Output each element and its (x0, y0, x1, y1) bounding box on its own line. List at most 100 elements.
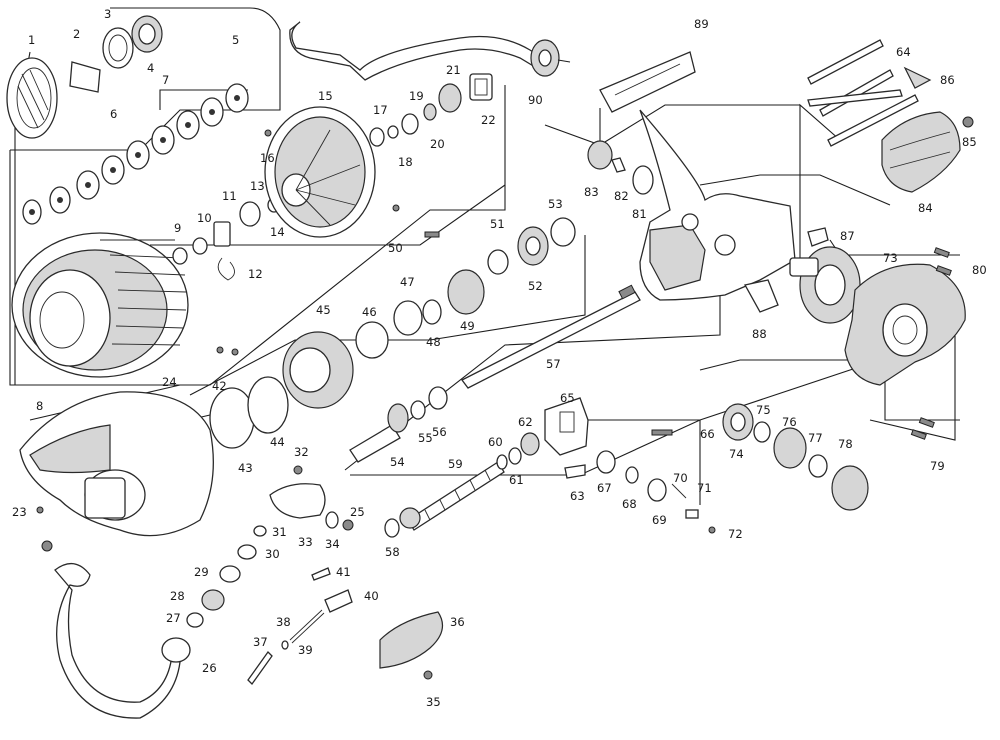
part-label-12: 12 (248, 267, 263, 281)
part-label-53: 53 (548, 197, 563, 211)
part-label-78: 78 (838, 437, 853, 451)
main-shaft-57 (461, 284, 641, 389)
part-label-1: 1 (28, 33, 35, 47)
part-label-77: 77 (808, 431, 823, 445)
screws-80 (933, 247, 952, 276)
part-label-76: 76 (782, 415, 797, 429)
drive-gear-54 (789, 246, 861, 324)
part-label-11: 11 (222, 189, 237, 203)
part-label-85: 85 (962, 135, 977, 149)
rotor-cover-15 (264, 106, 376, 238)
part-label-10: 10 (197, 211, 212, 225)
part-label-81: 81 (632, 207, 647, 221)
pinion-bearing-45-46-47-48-49 (282, 269, 485, 409)
part-label-25: 25 (350, 505, 365, 519)
part-label-18: 18 (398, 155, 413, 169)
part-label-72: 72 (728, 527, 743, 541)
lever-parts-37-38-39-40-41 (247, 567, 353, 686)
rods-64-86 (807, 39, 932, 147)
part-label-7: 7 (162, 73, 169, 87)
part-label-39: 39 (298, 643, 313, 657)
part-label-29: 29 (194, 565, 209, 579)
oscillating-slider-65 (544, 397, 589, 456)
part-label-56: 56 (432, 425, 447, 439)
part-label-23: 23 (12, 505, 27, 519)
part-label-8: 8 (36, 399, 43, 413)
part-label-43: 43 (238, 461, 253, 475)
part-label-74: 74 (729, 447, 744, 461)
screws-79 (910, 417, 935, 440)
part-label-3: 3 (104, 7, 111, 21)
part-label-71: 71 (697, 481, 712, 495)
part-label-59: 59 (448, 457, 463, 471)
part-label-36: 36 (450, 615, 465, 629)
part-label-27: 27 (166, 611, 181, 625)
part-label-64: 64 (896, 45, 911, 59)
oscillation-parts-58-59 (384, 461, 505, 538)
part-label-31: 31 (272, 525, 287, 539)
part-label-68: 68 (622, 497, 637, 511)
part-label-20: 20 (430, 137, 445, 151)
part-label-70: 70 (673, 471, 688, 485)
part-label-79: 79 (930, 459, 945, 473)
part-label-89: 89 (694, 17, 709, 31)
screws-16 (264, 129, 400, 212)
part-label-50: 50 (388, 241, 403, 255)
part-label-84: 84 (918, 201, 933, 215)
body-parts-81-82-83 (587, 140, 654, 195)
part-label-19: 19 (409, 89, 424, 103)
anti-reverse-parts-32-33-34 (269, 465, 339, 529)
bushing-87-88 (744, 227, 829, 313)
rotor-24 (19, 391, 214, 537)
spool-8 (11, 232, 189, 378)
part-label-46: 46 (362, 305, 377, 319)
part-label-16: 16 (260, 151, 275, 165)
part-label-83: 83 (584, 185, 599, 199)
part-label-22: 22 (481, 113, 496, 127)
part-label-9: 9 (174, 221, 181, 235)
part-label-47: 47 (400, 275, 415, 289)
part-label-17: 17 (373, 103, 388, 117)
part-label-82: 82 (614, 189, 629, 203)
part-label-33: 33 (298, 535, 313, 549)
bail-wire-90 (289, 21, 571, 81)
part-label-73: 73 (883, 251, 898, 265)
part-label-75: 75 (756, 403, 771, 417)
part-label-38: 38 (276, 615, 291, 629)
part-label-40: 40 (364, 589, 379, 603)
screw-66 (651, 429, 673, 436)
parts-25-27-28-29-30-31 (41, 519, 354, 628)
part-label-24: 24 (162, 375, 177, 389)
part-label-49: 49 (460, 319, 475, 333)
part-label-4: 4 (147, 61, 154, 75)
part-label-69: 69 (652, 513, 667, 527)
part-label-5: 5 (232, 33, 239, 47)
handle-arm-26 (54, 563, 191, 719)
part-label-32: 32 (294, 445, 309, 459)
part-label-2: 2 (73, 27, 80, 41)
part-label-48: 48 (426, 335, 441, 349)
part-label-62: 62 (518, 415, 533, 429)
part-label-42: 42 (212, 379, 227, 393)
part-label-80: 80 (972, 263, 987, 277)
part-label-14: 14 (270, 225, 285, 239)
part-label-44: 44 (270, 435, 285, 449)
part-label-6: 6 (110, 107, 117, 121)
drag-washers-5-6-7 (22, 83, 249, 225)
body-89 (599, 51, 796, 301)
screws-42 (216, 346, 239, 356)
part-label-88: 88 (752, 327, 767, 341)
bearings-74-78 (722, 403, 869, 511)
part-label-87: 87 (840, 229, 855, 243)
plates-43-44 (209, 376, 289, 449)
part-label-34: 34 (325, 537, 340, 551)
part-label-15: 15 (318, 89, 333, 103)
part-label-26: 26 (202, 661, 217, 675)
ring-3 (102, 27, 134, 69)
bearings-50-53 (424, 217, 576, 275)
part-label-51: 51 (490, 217, 505, 231)
part-label-54: 54 (390, 455, 405, 469)
washers-17-18-19-20 (369, 103, 437, 147)
